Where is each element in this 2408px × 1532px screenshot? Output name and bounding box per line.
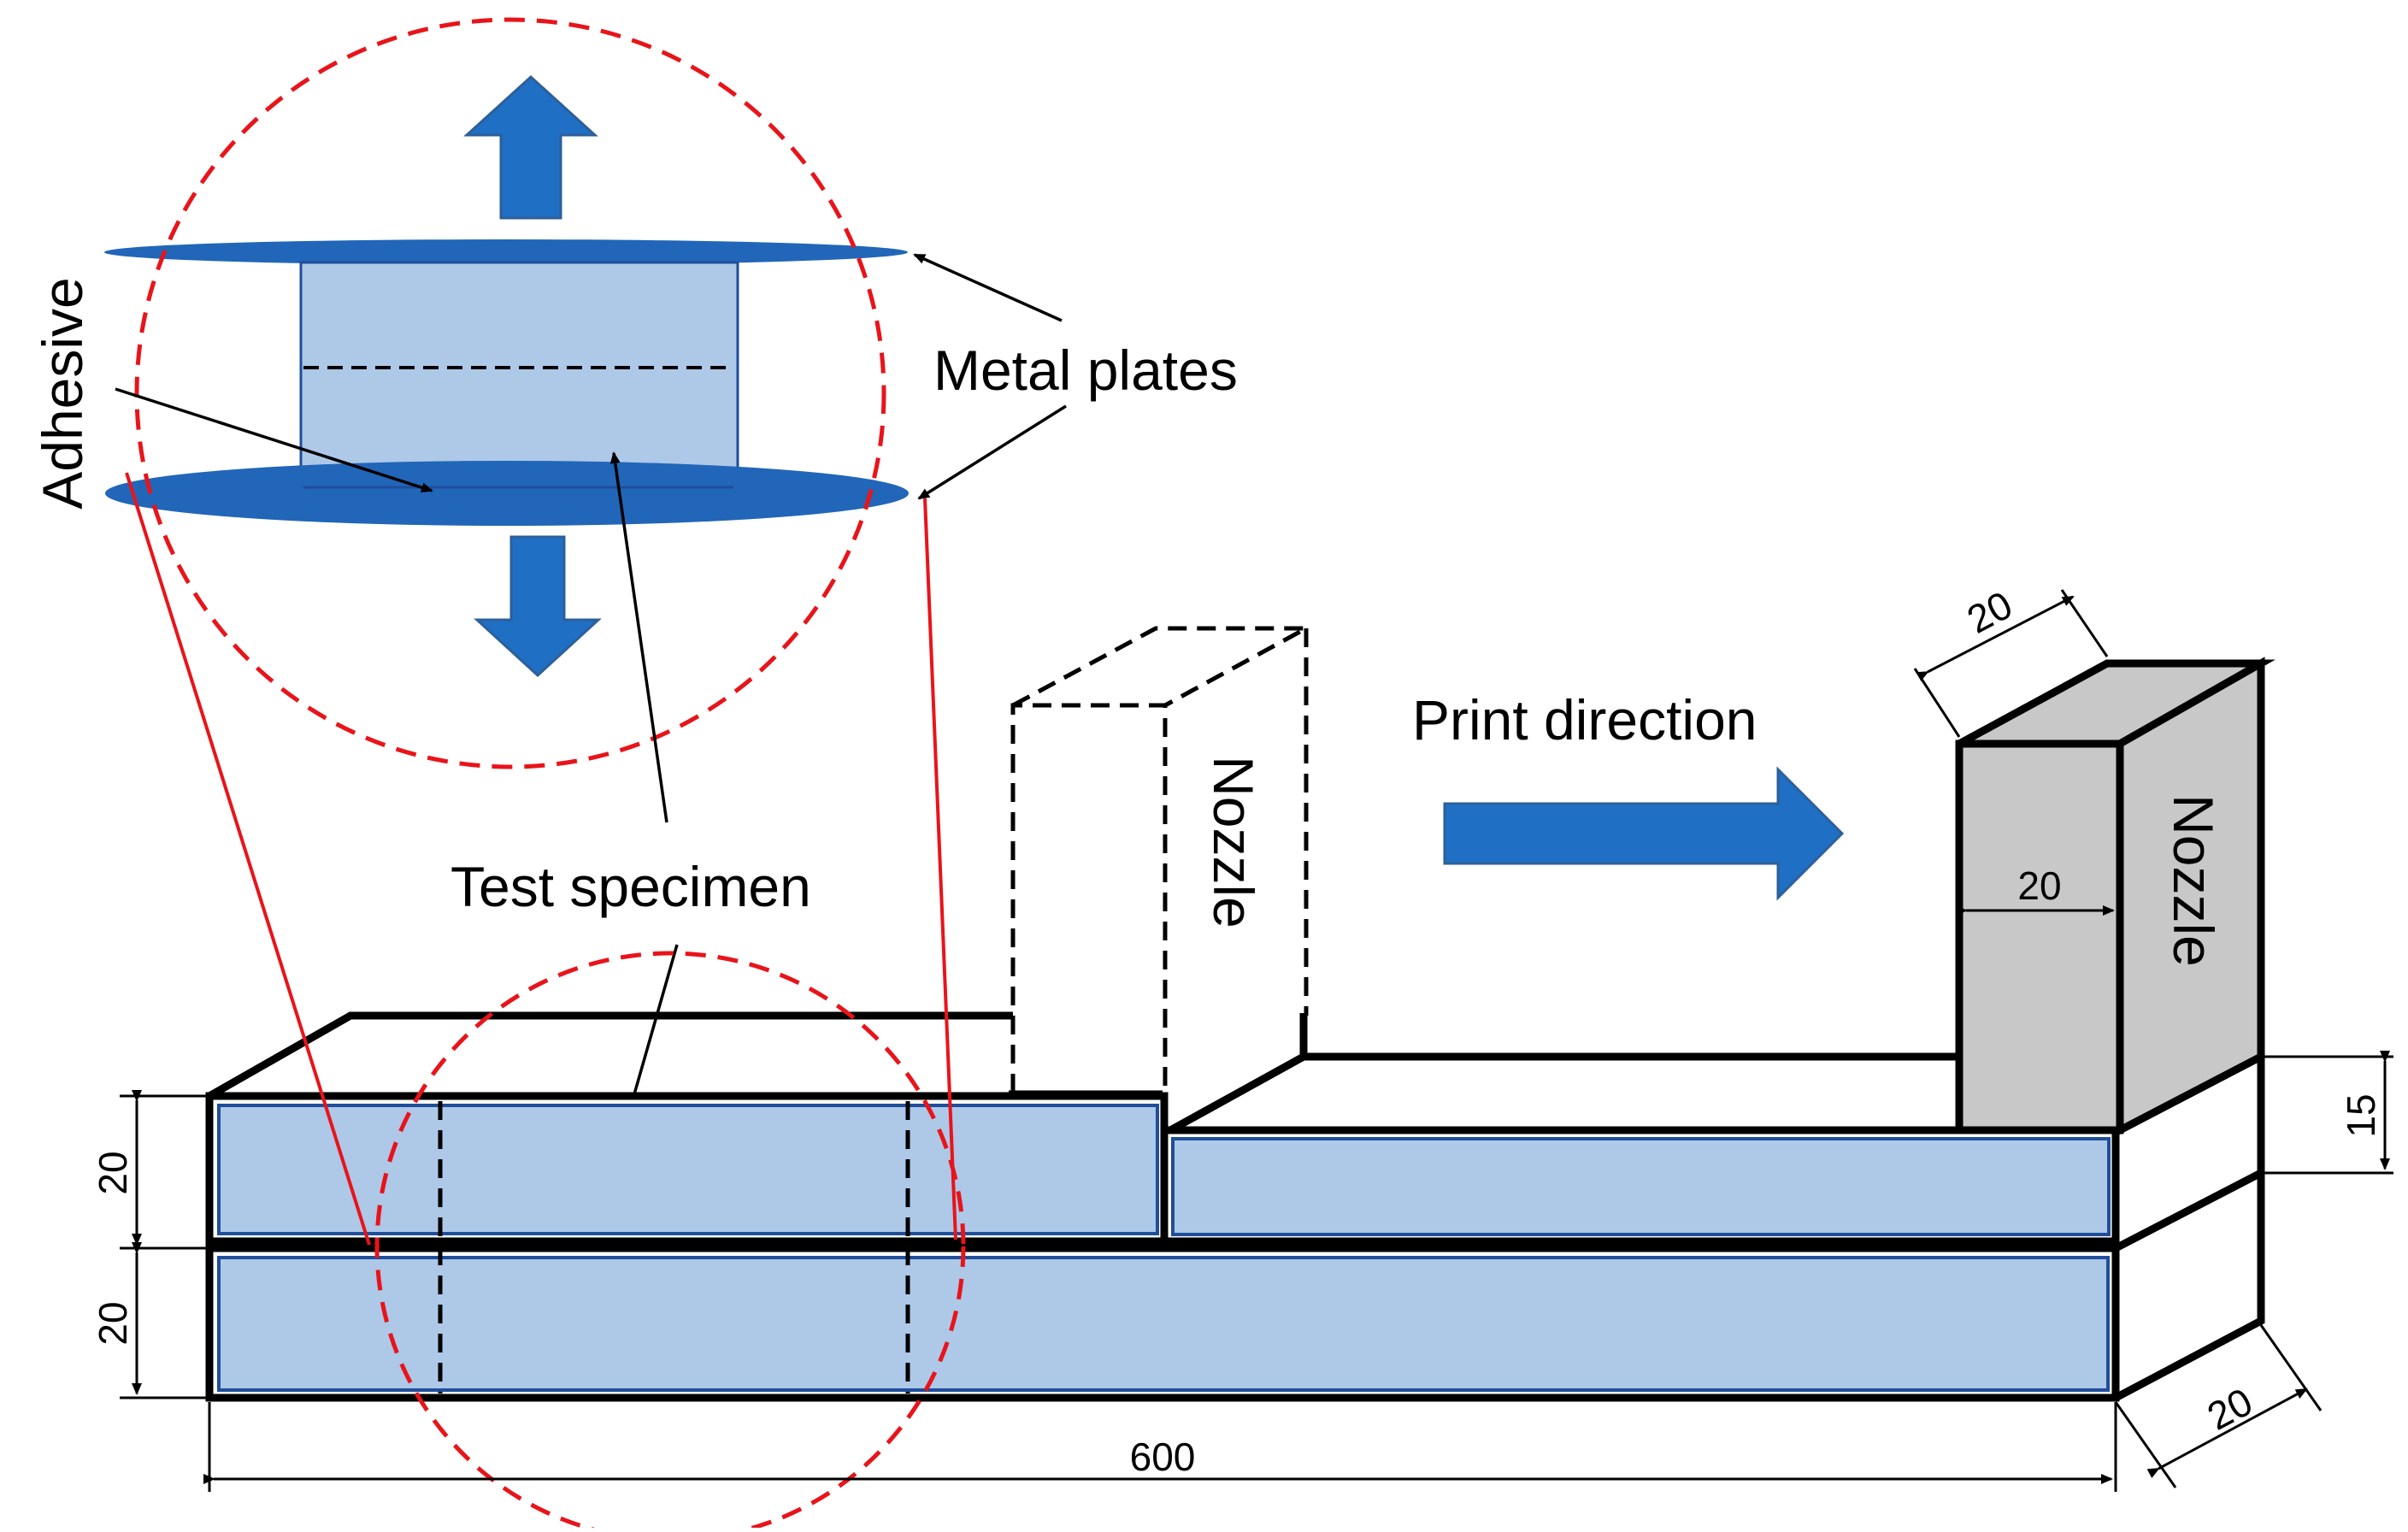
leader-metal-plate-bottom	[917, 404, 1067, 500]
bottom-metal-plate	[105, 461, 909, 526]
adhesive-label: Adhesive	[31, 277, 94, 510]
nozzle-current	[1955, 657, 2276, 1137]
dimension-depth-label: 20	[2200, 1379, 2260, 1439]
nozzle-previous	[1010, 626, 1309, 1093]
nozzle-previous-label: Nozzle	[1202, 756, 1265, 928]
dimension-nozzle-front-label: 20	[2017, 863, 2061, 908]
dimension-bottom-layer-label: 20	[91, 1301, 135, 1345]
upper-layer-top-face	[207, 1011, 1013, 1099]
dimension-nozzle-top-label: 20	[1960, 582, 2020, 642]
test-specimen-label: Test specimen	[450, 855, 811, 918]
zoom-line-left	[125, 472, 371, 1246]
leader-metal-plate-top	[913, 253, 1063, 322]
dimension-nozzle-height-label: 15	[2339, 1093, 2383, 1137]
dimension-lines	[120, 589, 2393, 1492]
dimension-length-label: 600	[1130, 1435, 1196, 1479]
leader-adhesive	[115, 387, 433, 493]
tensile-test-inset	[104, 17, 909, 769]
nozzle-current-label: Nozzle	[2162, 794, 2225, 967]
zoom-line-right	[923, 498, 957, 1240]
leader-specimen-inset	[609, 451, 668, 823]
printed-wall	[125, 472, 2265, 1532]
zoom-circle-inset	[134, 17, 886, 769]
arrow-up-icon	[463, 74, 598, 220]
arrow-down-icon	[474, 535, 602, 678]
top-metal-plate	[104, 239, 908, 265]
step-face	[1160, 1013, 1308, 1140]
arrow-right-icon	[1443, 766, 1845, 901]
dimension-top-layer-label: 20	[91, 1151, 135, 1194]
metal-plates-label: Metal plates	[933, 339, 1238, 402]
print-direction-label: Print direction	[1412, 688, 1757, 751]
zoom-circle-wall	[374, 951, 966, 1532]
inset-specimen	[299, 261, 739, 493]
